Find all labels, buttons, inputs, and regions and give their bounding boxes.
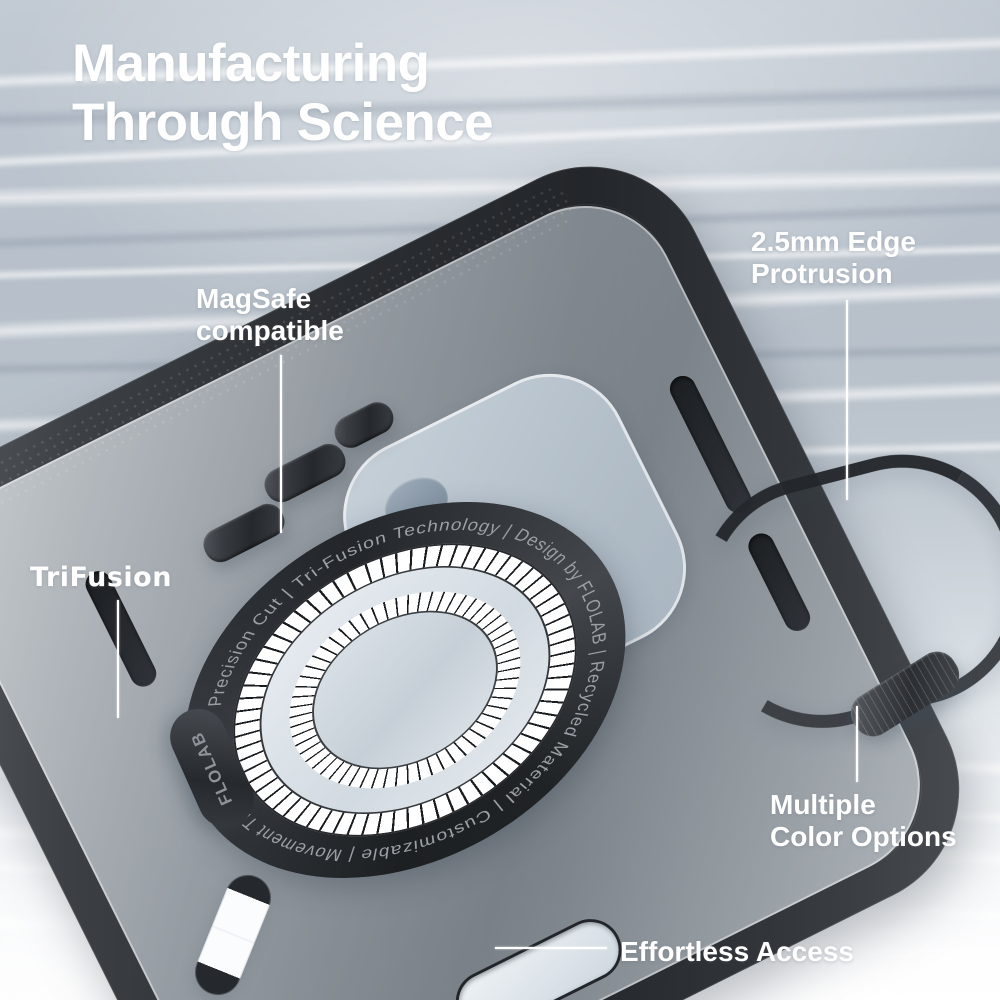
- callout-effort-line-1: Effortless Access: [620, 936, 854, 967]
- callout-effortless-access: Effortless Access: [620, 936, 854, 968]
- leader-line-edge-protrusion: [846, 300, 848, 500]
- page-title-line-1: Manufacturing: [72, 34, 430, 93]
- callout-magsafe-line-1: MagSafe: [196, 283, 312, 314]
- callout-edge-line-1: 2.5mm Edge: [751, 226, 916, 257]
- flolab-tab-label: FLOLAB: [186, 728, 237, 808]
- leader-line-trifusion: [117, 600, 119, 718]
- callout-edge-protrusion: 2.5mm Edge Protrusion: [751, 226, 916, 291]
- leader-line-effortless-access: [495, 947, 607, 949]
- trifusion-wordmark: TriFusion: [30, 562, 172, 593]
- callout-edge-line-2: Protrusion: [751, 258, 893, 290]
- page-title: Manufacturing Through Science: [72, 34, 712, 153]
- callout-trifusion-brand: TriFusion: [30, 562, 172, 593]
- callout-multi-line-1: Multiple: [770, 789, 876, 820]
- callout-magsafe: MagSafe compatible: [196, 283, 344, 348]
- callout-multi-line-2: Color Options: [770, 821, 957, 853]
- leader-line-multiple-colors: [856, 706, 858, 782]
- page-title-line-2: Through Science: [72, 93, 494, 153]
- callout-multiple-colors: Multiple Color Options: [770, 789, 957, 854]
- leader-line-magsafe: [280, 355, 282, 533]
- callout-magsafe-line-2: compatible: [196, 315, 344, 347]
